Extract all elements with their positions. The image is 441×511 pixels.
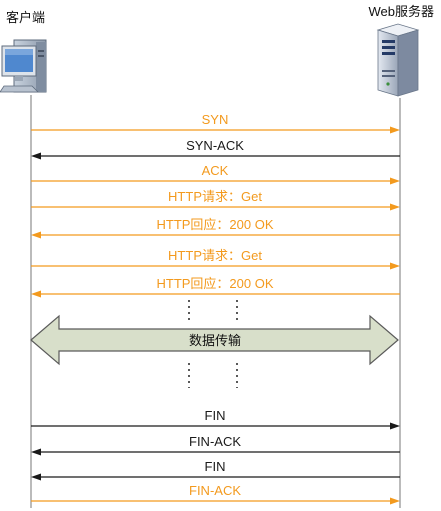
arrowhead-icon [390,177,400,185]
message-label: HTTP请求：Get [168,189,262,204]
data-transfer-double-arrow: 数据传输 [30,314,399,366]
message-label: FIN [205,459,226,474]
arrowhead-icon [31,231,41,239]
message-arrow: HTTP请求：Get [31,248,400,270]
arrowhead-icon [31,448,41,456]
message-label: ACK [202,163,229,178]
message-arrow: HTTP回应：200 OK [31,276,400,298]
server-tower-icon [376,23,420,97]
message-label: FIN-ACK [189,434,241,449]
arrowhead-icon [390,497,400,505]
message-label: HTTP请求：Get [168,248,262,263]
message-label: FIN [205,408,226,423]
message-arrow: FIN [31,459,400,481]
arrowhead-icon [31,473,41,481]
arrowhead-icon [390,203,400,211]
message-label: SYN-ACK [186,138,244,153]
data-transfer-label: 数据传输 [189,333,241,348]
arrowhead-icon [31,290,41,298]
message-arrow: FIN-ACK [31,434,400,456]
message-arrow: SYN-ACK [31,138,400,160]
message-arrow: HTTP请求：Get [31,189,400,211]
arrowhead-icon [390,422,400,430]
message-arrow: ACK [31,163,400,185]
arrowhead-icon [31,152,41,160]
message-label: SYN [202,112,229,127]
client-label: 客户端 [6,10,45,25]
message-arrow: HTTP回应：200 OK [31,217,400,239]
message-label: FIN-ACK [189,483,241,498]
desktop-computer-icon [0,39,47,93]
message-label: HTTP回应：200 OK [156,217,273,232]
message-arrow: SYN [31,112,400,134]
arrowhead-icon [390,262,400,270]
server-label: Web服务器 [369,4,435,19]
message-arrow: FIN [31,408,400,430]
message-label: HTTP回应：200 OK [156,276,273,291]
message-arrow: FIN-ACK [31,483,400,505]
arrowhead-icon [390,126,400,134]
